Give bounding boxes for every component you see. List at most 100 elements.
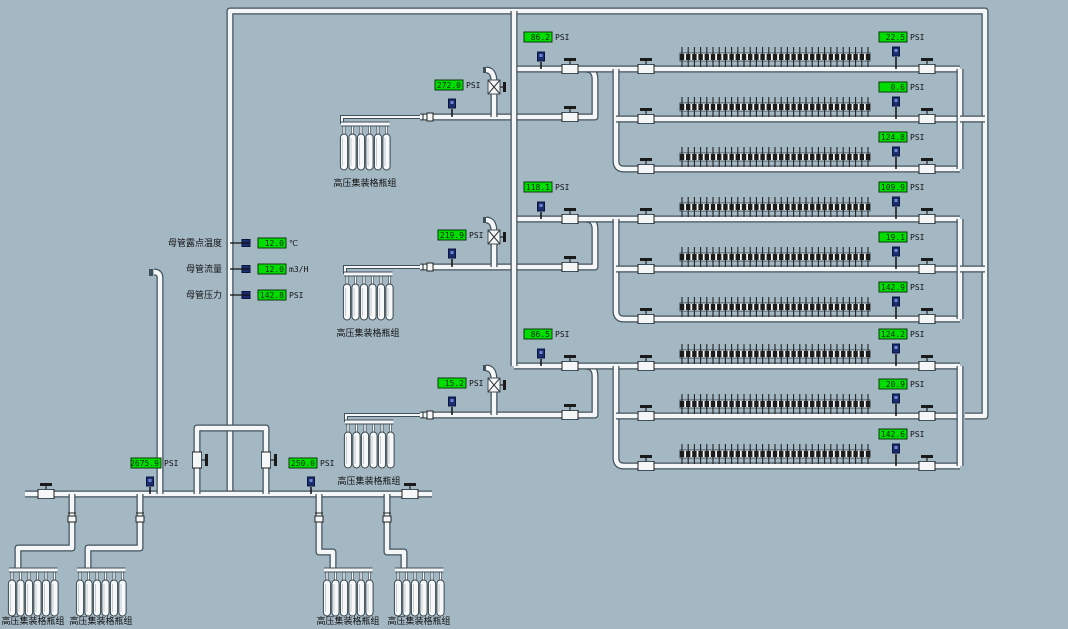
burner-nozzle <box>717 204 722 210</box>
burner-nozzle <box>853 401 858 407</box>
unit-label: PSI <box>469 379 484 388</box>
valve[interactable] <box>401 483 419 499</box>
burner-nozzle <box>803 351 809 357</box>
valve[interactable] <box>918 208 936 224</box>
valve[interactable] <box>637 208 655 224</box>
valve[interactable] <box>561 355 579 371</box>
burner-nozzle <box>847 154 852 160</box>
burner-nozzle <box>816 351 821 357</box>
burner-nozzle <box>834 401 840 407</box>
burner-nozzle <box>865 351 871 357</box>
valve[interactable] <box>918 455 936 471</box>
burner-nozzle <box>828 54 833 60</box>
burner-nozzle <box>766 204 771 210</box>
burner-nozzle <box>717 451 722 457</box>
valve[interactable] <box>918 258 936 274</box>
burner-nozzle <box>834 451 840 457</box>
burner-nozzle <box>859 401 864 407</box>
burner-nozzle <box>735 104 740 110</box>
valve[interactable] <box>637 405 655 421</box>
gas-cylinder-rack <box>342 271 394 321</box>
lcd-box <box>130 457 162 469</box>
unit-label: PSI <box>289 291 304 300</box>
burner-nozzle <box>748 104 753 110</box>
burner-nozzle <box>772 104 778 110</box>
burner-nozzle <box>766 451 771 457</box>
valve[interactable] <box>637 308 655 324</box>
burner-nozzle <box>841 401 846 407</box>
pressure-regulator[interactable] <box>487 229 506 245</box>
valve[interactable] <box>918 308 936 324</box>
burner-nozzle <box>723 351 728 357</box>
lcd-value: 118.1 <box>526 183 550 192</box>
cylinder <box>369 431 378 469</box>
cylinder <box>84 579 93 617</box>
unit-label: PSI <box>555 33 570 42</box>
burner-nozzle <box>754 154 759 160</box>
burner-nozzle <box>735 204 740 210</box>
lcd-value: 124.8 <box>881 133 905 142</box>
cylinder <box>365 579 374 617</box>
burner-nozzle <box>766 254 771 260</box>
valve[interactable] <box>561 256 579 272</box>
valve[interactable] <box>918 405 936 421</box>
burner-nozzle <box>803 304 809 310</box>
valve-vertical[interactable] <box>192 451 208 469</box>
valve[interactable] <box>637 158 655 174</box>
burner-nozzle <box>710 451 716 457</box>
lcd-value: 0.6 <box>891 83 906 92</box>
burner-nozzle <box>797 254 802 260</box>
lcd-box <box>437 377 467 389</box>
lcd-box <box>878 378 908 390</box>
cylinder <box>376 283 386 321</box>
burner-nozzle <box>704 104 709 110</box>
valve[interactable] <box>637 108 655 124</box>
cylinder <box>410 579 420 617</box>
valve[interactable] <box>918 108 936 124</box>
burner-nozzle <box>816 401 821 407</box>
valve[interactable] <box>918 158 936 174</box>
burner-nozzle <box>679 154 685 160</box>
valve[interactable] <box>637 258 655 274</box>
valve[interactable] <box>561 208 579 224</box>
pressure-regulator[interactable] <box>487 377 506 393</box>
burner-nozzle <box>729 154 734 160</box>
drop-1 <box>14 494 76 570</box>
burner-manifold-row <box>679 47 871 67</box>
burner-nozzle <box>791 401 796 407</box>
burner-nozzle <box>766 304 771 310</box>
valve[interactable] <box>637 58 655 74</box>
burner-nozzle <box>692 254 697 260</box>
valve[interactable] <box>37 483 55 499</box>
pressure-regulator[interactable] <box>487 79 506 95</box>
drop-4 <box>383 494 408 570</box>
burner-nozzle <box>710 154 716 160</box>
burner-nozzle <box>729 254 734 260</box>
pressure-label: 母管压力 <box>186 289 222 301</box>
burner-nozzle <box>859 204 864 210</box>
valve[interactable] <box>918 355 936 371</box>
burner-nozzle <box>816 104 821 110</box>
burner-nozzle <box>828 154 833 160</box>
burner-nozzle <box>865 304 871 310</box>
lcd-value: 142.6 <box>881 430 905 439</box>
valve-vertical[interactable] <box>261 451 277 469</box>
valve[interactable] <box>561 106 579 122</box>
pressure-sensor <box>892 343 900 366</box>
burner-nozzle <box>729 104 734 110</box>
burner-nozzle <box>865 54 871 60</box>
valve[interactable] <box>637 355 655 371</box>
burner-nozzle <box>698 204 703 210</box>
valve[interactable] <box>637 455 655 471</box>
valve[interactable] <box>561 58 579 74</box>
main-trunk-loop <box>226 7 989 494</box>
unit-label: PSI <box>910 380 925 389</box>
burner-nozzle <box>698 304 703 310</box>
burner-nozzle <box>760 451 765 457</box>
cylinder <box>348 579 357 617</box>
burner-nozzle <box>797 351 802 357</box>
valve[interactable] <box>918 58 936 74</box>
valve[interactable] <box>561 404 579 420</box>
